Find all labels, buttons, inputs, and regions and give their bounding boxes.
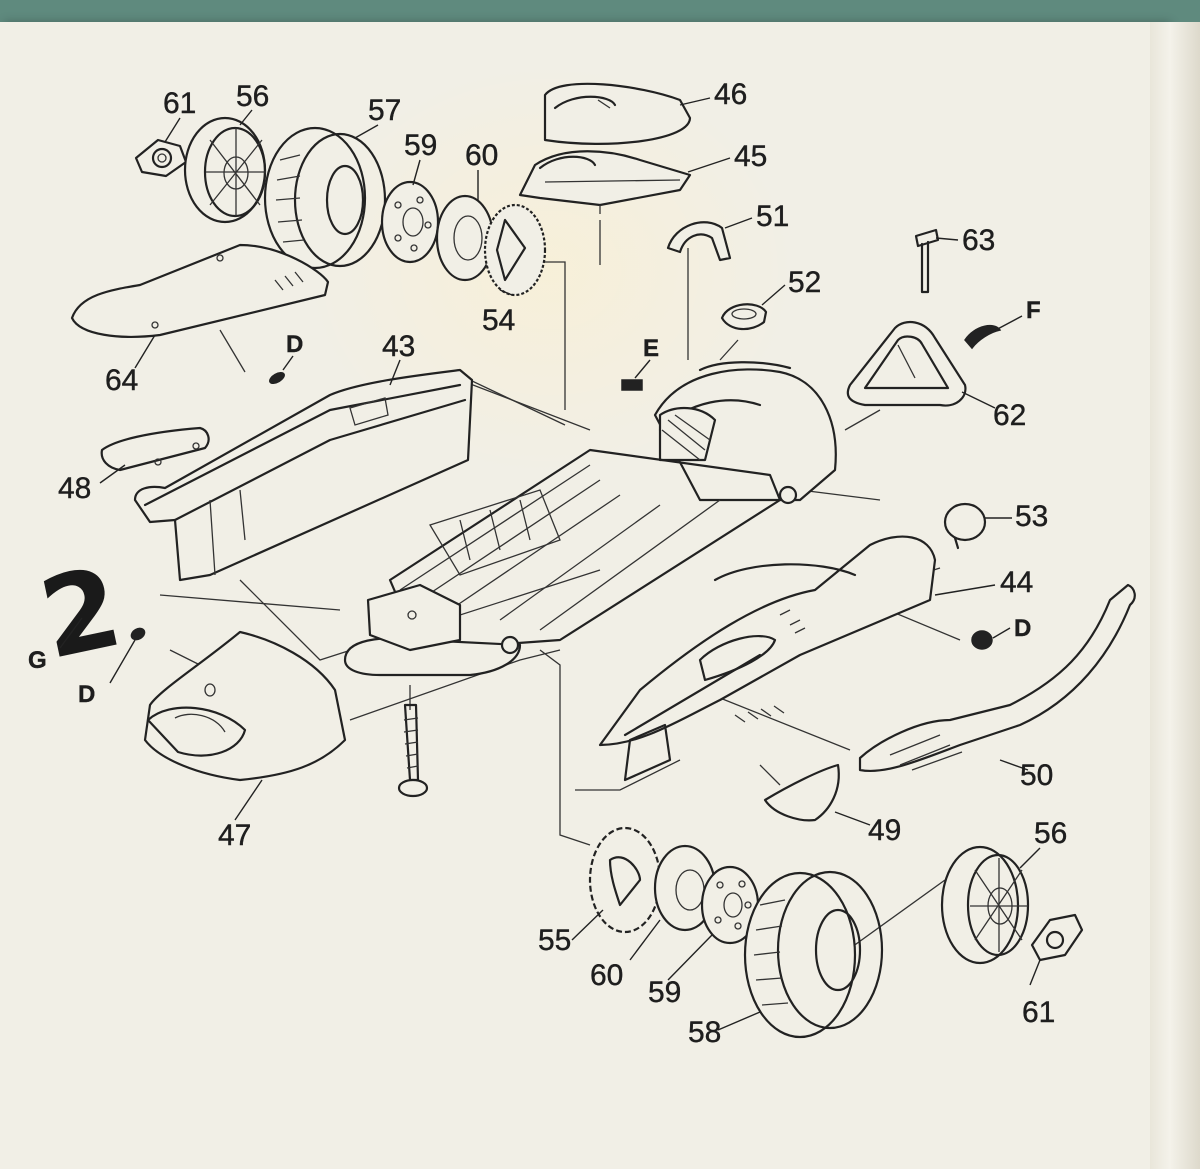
callout-labels: 61 56 57 59 60 46 45 51 63 52 F 54 64 D … <box>28 78 1068 1049</box>
callout-g: G <box>28 647 47 674</box>
part-60-drum-bottom <box>653 844 717 932</box>
callout-d-right: D <box>1014 615 1031 642</box>
part-58-tyre-bottom <box>743 870 884 1039</box>
part-51-roll-bar <box>666 221 732 262</box>
part-49-fairing <box>763 763 840 822</box>
callout-47: 47 <box>218 819 251 852</box>
callout-48: 48 <box>58 472 91 505</box>
callout-53: 53 <box>1015 500 1048 533</box>
part-64-undertray <box>70 243 330 338</box>
callout-50: 50 <box>1020 759 1053 792</box>
callout-45: 45 <box>734 140 767 173</box>
callout-51: 51 <box>756 200 789 233</box>
part-screw <box>397 703 429 798</box>
callout-63: 63 <box>962 224 995 257</box>
part-61-hub-nut-top <box>134 138 188 178</box>
callout-57: 57 <box>368 94 401 127</box>
part-d-washer-left <box>130 627 146 641</box>
part-48-cover <box>100 426 210 472</box>
callout-60-bottom: 60 <box>590 959 623 992</box>
callout-61-top: 61 <box>163 87 196 120</box>
part-52-filler-cap <box>720 303 768 331</box>
part-57-tyre-top <box>263 126 387 270</box>
callout-d-top: D <box>286 331 303 358</box>
part-56-wire-wheel-bottom <box>940 845 1030 965</box>
callout-61-bottom: 61 <box>1022 996 1055 1029</box>
part-60-drum-top <box>435 194 495 282</box>
callout-58: 58 <box>688 1016 721 1049</box>
part-55-gear-ring-bottom <box>588 826 662 934</box>
callout-60-top: 60 <box>465 139 498 172</box>
part-56-wire-wheel-top <box>183 116 267 224</box>
part-59-brake-disc-bottom <box>700 865 760 945</box>
part-54-gear-ring <box>483 203 547 297</box>
callout-55: 55 <box>538 924 571 957</box>
callout-52: 52 <box>788 266 821 299</box>
part-44-right-pod <box>598 535 937 782</box>
callout-62: 62 <box>993 399 1026 432</box>
part-d-washer-right <box>971 630 993 650</box>
part-59-brake-disc-top <box>380 180 440 264</box>
callout-44: 44 <box>1000 566 1033 599</box>
callout-64: 64 <box>105 364 138 397</box>
callout-59-bottom: 59 <box>648 976 681 1009</box>
part-e-tab <box>621 379 643 391</box>
callout-59-top: 59 <box>404 129 437 162</box>
part-47-nose-cone <box>143 630 347 782</box>
callout-56-top: 56 <box>236 80 269 113</box>
callout-e: E <box>643 335 659 362</box>
part-d-washer-top <box>269 371 285 385</box>
part-63-pin <box>914 228 940 294</box>
part-46-upper-cowl <box>543 82 692 145</box>
instruction-sheet <box>0 22 1168 1169</box>
part-45-cowl <box>518 150 692 214</box>
part-61-hub-nut-bottom <box>1030 913 1084 962</box>
part-53-mirror-small <box>943 502 987 550</box>
callout-43: 43 <box>382 330 415 363</box>
booklet-spine <box>1150 22 1200 1169</box>
leader-lines <box>59 97 1041 1031</box>
callout-49: 49 <box>868 814 901 847</box>
part-62-mirror <box>846 320 967 407</box>
callout-46: 46 <box>714 78 747 111</box>
part-f-visor <box>964 324 1002 350</box>
main-chassis <box>343 361 837 677</box>
callout-d-left: D <box>78 681 95 708</box>
part-43-side-pod <box>133 368 474 582</box>
callout-56-bottom: 56 <box>1034 817 1067 850</box>
part-50-exhaust <box>858 583 1136 772</box>
callout-54: 54 <box>482 304 515 337</box>
callout-f: F <box>1026 297 1041 324</box>
